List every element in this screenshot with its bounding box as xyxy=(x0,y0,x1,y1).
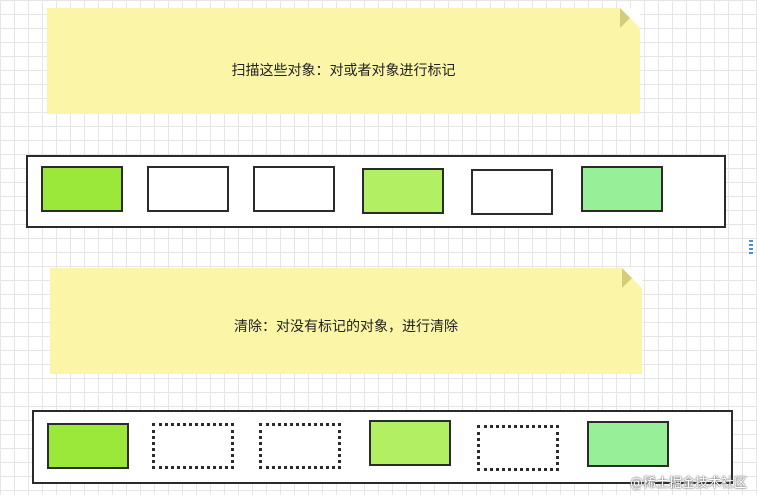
object-box-6 xyxy=(587,421,669,467)
note-fold-cutout xyxy=(620,8,640,28)
object-box-3 xyxy=(253,166,335,212)
scan-note-text: 扫描这些对象：对或者对象进行标记 xyxy=(231,63,456,79)
object-box-1 xyxy=(41,166,123,212)
cleared-object-box-3 xyxy=(259,423,341,469)
cleared-object-box-5 xyxy=(477,425,559,471)
sweep-note-text: 清除：对没有标记的对象，进行清除 xyxy=(234,319,458,335)
object-box-5 xyxy=(471,169,553,215)
object-box-1 xyxy=(47,423,129,469)
sweep-note: 清除：对没有标记的对象，进行清除 xyxy=(50,268,642,374)
cleared-object-box-2 xyxy=(152,423,234,469)
object-box-2 xyxy=(147,166,229,212)
object-box-4 xyxy=(362,168,444,214)
watermark: @稀土掘金技术社区 xyxy=(629,476,747,491)
object-box-4 xyxy=(369,420,451,466)
scan-note: 扫描这些对象：对或者对象进行标记 xyxy=(47,8,640,114)
heap-row-marked xyxy=(26,155,726,228)
heap-row-swept xyxy=(32,410,733,484)
object-box-6 xyxy=(581,166,663,212)
edge-marker xyxy=(749,240,753,256)
note-fold-cutout xyxy=(622,268,642,288)
